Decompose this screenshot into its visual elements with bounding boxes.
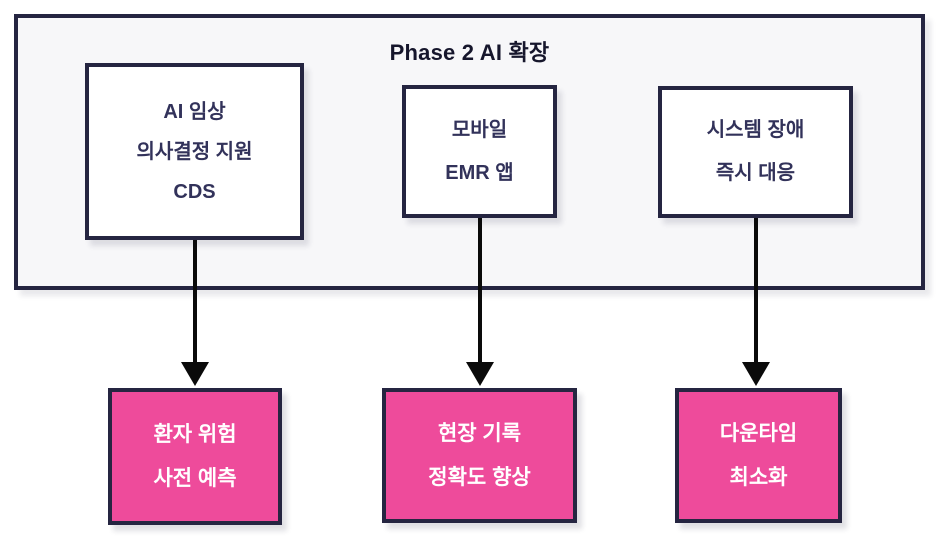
node-text-line: AI 임상 bbox=[163, 100, 226, 123]
outcome-text-line: 다운타임 bbox=[719, 421, 798, 445]
arrow-down-connector bbox=[466, 218, 494, 386]
node-text-line: 시스템 장애 bbox=[706, 119, 805, 141]
outcome-text-line: 사전 예측 bbox=[153, 466, 237, 490]
outcome-field-record-accuracy: 현장 기록 정확도 향상 bbox=[382, 388, 577, 523]
node-text-line: 의사결정 지원 bbox=[136, 140, 253, 163]
arrow-line bbox=[193, 240, 197, 362]
node-text-line: 모바일 bbox=[451, 118, 508, 141]
node-mobile-emr-app: 모바일 EMR 앱 bbox=[402, 85, 557, 218]
outcome-downtime-minimization: 다운타임 최소화 bbox=[675, 388, 842, 523]
arrowhead-down-icon bbox=[742, 362, 770, 386]
outcome-text-line: 현장 기록 bbox=[437, 421, 522, 445]
node-text-line: EMR 앱 bbox=[445, 161, 514, 184]
arrowhead-down-icon bbox=[466, 362, 494, 386]
arrow-line bbox=[478, 218, 482, 362]
node-ai-clinical-cds: AI 임상 의사결정 지원 CDS bbox=[85, 63, 304, 240]
arrow-down-connector bbox=[742, 218, 770, 386]
outcome-patient-risk-prediction: 환자 위험 사전 예측 bbox=[108, 388, 282, 525]
arrow-down-connector bbox=[181, 240, 209, 386]
arrowhead-down-icon bbox=[181, 362, 209, 386]
outcome-text-line: 최소화 bbox=[729, 465, 788, 489]
arrow-line bbox=[754, 218, 758, 362]
node-text-line: CDS bbox=[173, 180, 216, 203]
node-text-line: 즉시 대응 bbox=[715, 162, 796, 184]
outcome-text-line: 정확도 향상 bbox=[428, 465, 531, 489]
outcome-text-line: 환자 위험 bbox=[153, 422, 237, 446]
node-system-failure-response: 시스템 장애 즉시 대응 bbox=[658, 86, 853, 218]
phase2-container-title: Phase 2 AI 확장 bbox=[389, 40, 550, 65]
